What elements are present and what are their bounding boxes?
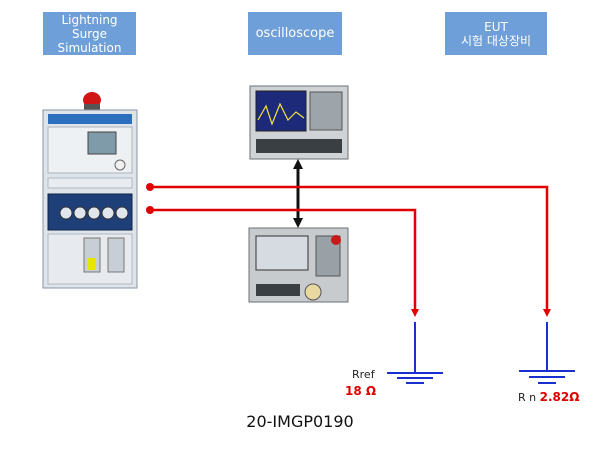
surge-generator-equipment [42, 92, 138, 289]
generator-knob [114, 159, 126, 171]
generator-module-2 [107, 237, 125, 273]
eut-label-line-2: 시험 대상장비 [460, 33, 532, 48]
generator-label-line-1: Lightning [61, 12, 118, 27]
caption-text: 20-IMGP0190 [246, 412, 354, 431]
generator-display [87, 131, 117, 155]
oscilloscope-equipment [249, 85, 349, 160]
coupling-unit-screen [255, 235, 309, 271]
wire-to-reference-ground [150, 208, 419, 317]
output-terminal-4 [101, 206, 115, 220]
image-caption: 20-IMGP0190 [0, 412, 600, 431]
wire-to-eut-ground [150, 185, 551, 317]
eut-ground-icon [519, 322, 575, 384]
generator-switch-strip [47, 177, 133, 189]
output-terminal-1 [59, 206, 73, 220]
oscilloscope-controls [309, 91, 343, 131]
rn-label: R n [518, 391, 537, 404]
reference-ground-icon [387, 322, 443, 384]
generator-label-line-2: Surge [72, 26, 107, 41]
rref-value: 18 Ω [345, 384, 377, 398]
generator-label-box: Lightning Surge Simulation [43, 12, 136, 55]
rn-value: 2.82Ω [539, 390, 580, 404]
generator-label-line-3: Simulation [57, 40, 122, 55]
oscilloscope-waveform [257, 102, 305, 126]
oscilloscope-front-strip [256, 139, 342, 153]
output-terminal-5 [115, 206, 129, 220]
generator-indicator [88, 258, 96, 270]
coupling-unit-equipment [248, 227, 349, 303]
rref-label: Rref [352, 368, 375, 381]
reference-ground-label: Rref [352, 368, 375, 381]
coupling-unit-front-strip [256, 284, 300, 296]
eut-label-box: EUT 시험 대상장비 [445, 12, 547, 55]
coupling-unit-knob [304, 283, 322, 301]
eut-label-line-1: EUT [484, 19, 508, 34]
reference-ground-value: 18 Ω [345, 384, 376, 398]
generator-top-strip [48, 114, 132, 124]
oscilloscope-screen [255, 90, 307, 132]
output-terminal-3 [87, 206, 101, 220]
oscilloscope-label-box: oscilloscope [248, 12, 342, 55]
output-terminal-2 [73, 206, 87, 220]
oscilloscope-label: oscilloscope [255, 25, 335, 41]
warning-lamp-base [84, 104, 100, 110]
coupling-unit-stop-icon [331, 235, 341, 245]
eut-ground-label: R n 2.82Ω [518, 390, 579, 404]
